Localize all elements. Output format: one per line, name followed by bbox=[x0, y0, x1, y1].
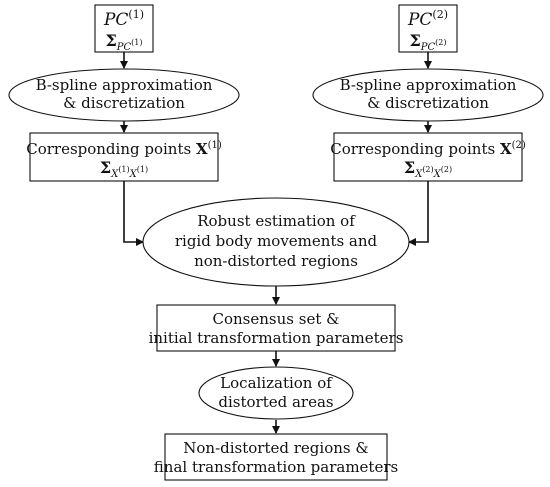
node-consensus: Consensus set & initial transformation p… bbox=[149, 304, 404, 352]
node-bspline1: B-spline approximation & discretization bbox=[8, 68, 240, 122]
pc2-covariance: ΣPC(2) bbox=[409, 31, 446, 53]
pc2-label: PC(2) bbox=[407, 8, 448, 30]
node-pc1: PC(1) ΣPC(1) bbox=[94, 4, 154, 53]
bspline2-line1: B-spline approximation bbox=[340, 76, 517, 94]
node-bspline2: B-spline approximation & discretization bbox=[312, 68, 544, 122]
node-pc2: PC(2) ΣPC(2) bbox=[398, 4, 458, 53]
corr1-covariance: ΣX(1)X(1) bbox=[100, 158, 148, 180]
corr1-title: Corresponding points X(1) bbox=[26, 140, 222, 158]
robust-line2: rigid body movements and bbox=[175, 232, 378, 250]
node-corr1: Corresponding points X(1) ΣX(1)X(1) bbox=[26, 132, 222, 182]
node-localization: Localization of distorted areas bbox=[198, 366, 354, 420]
pc1-covariance: ΣPC(1) bbox=[105, 31, 142, 53]
edge-corr1-robust bbox=[123, 181, 144, 246]
corr2-covariance: ΣX(2)X(2) bbox=[404, 158, 452, 180]
robust-line1: Robust estimation of bbox=[197, 212, 356, 230]
pc1-label: PC(1) bbox=[103, 8, 144, 30]
bspline1-line2: & discretization bbox=[63, 94, 185, 112]
consensus-line2: initial transformation parameters bbox=[149, 329, 404, 347]
final-line2: final transformation parameters bbox=[154, 458, 398, 476]
node-robust-estimation: Robust estimation of rigid body movement… bbox=[142, 197, 410, 287]
robust-line3: non-distorted regions bbox=[194, 252, 358, 270]
bspline1-line1: B-spline approximation bbox=[36, 76, 213, 94]
localization-line1: Localization of bbox=[220, 374, 333, 392]
node-corr2: Corresponding points X(2) ΣX(2)X(2) bbox=[330, 132, 526, 182]
localization-line2: distorted areas bbox=[218, 393, 333, 411]
consensus-line1: Consensus set & bbox=[213, 310, 340, 328]
node-final: Non-distorted regions & final transforma… bbox=[154, 433, 398, 481]
corr2-title: Corresponding points X(2) bbox=[330, 140, 526, 158]
final-line1: Non-distorted regions & bbox=[183, 439, 368, 457]
bspline2-line2: & discretization bbox=[367, 94, 489, 112]
edge-corr2-robust bbox=[408, 181, 429, 246]
